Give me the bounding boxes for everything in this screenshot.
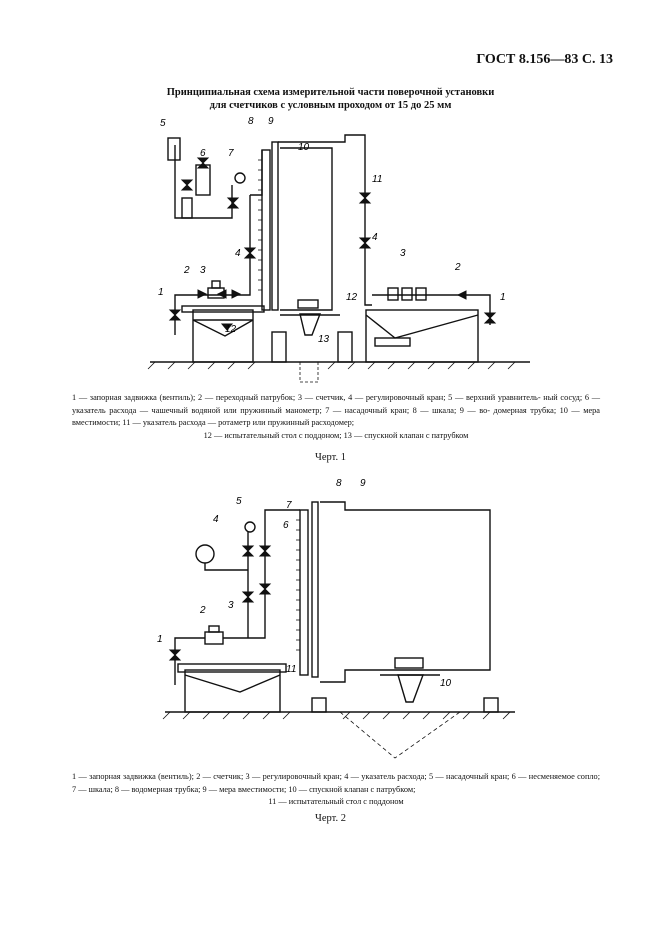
figure1-caption: 1 — запорная задвижка (вентиль); 2 — пер… <box>72 392 600 442</box>
figure1-title: Принципиальная схема измерительной части… <box>0 86 661 112</box>
fig2-label-2: 2 <box>199 605 206 616</box>
fig1-label-12b: 12 <box>346 292 358 303</box>
fig1-label-9: 9 <box>268 116 274 127</box>
fig2-label-8: 8 <box>336 478 342 489</box>
fig1-label-12a: 12 <box>225 324 237 335</box>
fig1-label-5: 5 <box>160 118 166 129</box>
fig1-label-2a: 2 <box>183 265 190 276</box>
figure2-diagram: 5 6 7 8 9 4 3 2 1 11 10 <box>157 478 515 759</box>
figure2-caption: 1 — запорная задвижка (вентиль); 2 — сче… <box>72 771 600 809</box>
figure2-label: Черт. 2 <box>315 813 346 824</box>
fig2-label-6: 6 <box>283 520 289 531</box>
fig1-caption-line4: 12 — испытательный стол с поддоном; 13 —… <box>203 430 469 440</box>
figure1-title-line2: для счетчиков с условным проходом от 15 … <box>209 100 452 111</box>
fig2-caption-line3: 11 — испытательный стол с поддоном <box>268 797 404 806</box>
fig2-label-7: 7 <box>286 500 292 511</box>
fig1-label-13: 13 <box>318 334 330 345</box>
fig2-label-5: 5 <box>236 496 242 507</box>
document-header: ГОСТ 8.156—83 С. 13 <box>476 52 613 67</box>
fig2-caption-line2: 6 — несменяемое сопло; 7 — шкала; 8 — во… <box>72 772 600 794</box>
fig2-caption-line1: 1 — запорная задвижка (вентиль); 2 — сче… <box>72 772 510 781</box>
fig1-label-3a: 3 <box>200 265 206 276</box>
fig1-label-4b: 4 <box>372 232 378 243</box>
fig1-label-1a: 1 <box>158 287 164 298</box>
figure1-label: Черт. 1 <box>315 452 346 463</box>
fig1-label-6: 6 <box>200 148 206 159</box>
fig1-label-7: 7 <box>228 148 234 159</box>
fig2-label-9: 9 <box>360 478 366 489</box>
fig1-label-4a: 4 <box>235 248 241 259</box>
fig1-caption-line3: домерная трубка; 10 — мера вместимости; … <box>72 405 600 428</box>
fig2-label-1: 1 <box>157 634 163 645</box>
fig1-label-3b: 3 <box>400 248 406 259</box>
fig2-label-3: 3 <box>228 600 234 611</box>
fig2-label-4: 4 <box>213 514 219 525</box>
figure1-diagram: 5 6 7 8 9 10 11 4 4 3 3 2 2 1 1 12 12 13 <box>147 116 530 383</box>
fig1-label-10: 10 <box>298 142 310 153</box>
fig1-caption-line1: 1 — запорная задвижка (вентиль); 2 — пер… <box>72 393 541 402</box>
fig2-label-10: 10 <box>440 678 452 689</box>
fig1-label-11: 11 <box>372 174 382 185</box>
fig1-label-8: 8 <box>248 116 254 127</box>
figure1-title-line1: Принципиальная схема измерительной части… <box>166 87 495 98</box>
fig1-label-2b: 2 <box>454 262 461 273</box>
fig1-caption-line2: ный сосуд; 6 — указатель расхода — чашеч… <box>72 393 600 415</box>
fig2-label-11: 11 <box>286 664 296 675</box>
fig1-label-1b: 1 <box>500 292 506 303</box>
